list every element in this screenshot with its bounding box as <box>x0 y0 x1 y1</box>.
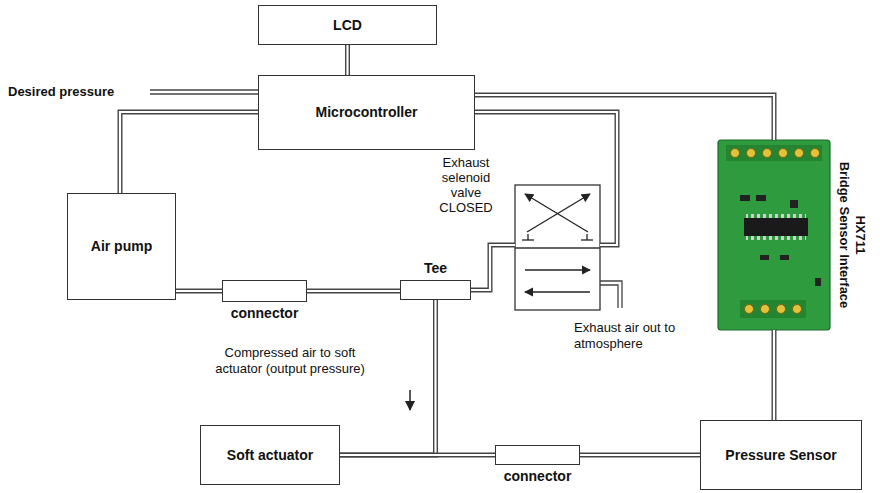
pipe-connector <box>774 330 775 420</box>
header-pin <box>811 149 820 158</box>
pipe-connector <box>340 455 495 456</box>
header-strip <box>726 145 822 161</box>
header-pins <box>731 149 820 158</box>
pipe-outline <box>340 453 495 458</box>
annotation-label: Desired pressure <box>8 84 114 100</box>
pipe-outline <box>120 112 258 193</box>
input-line <box>150 89 258 90</box>
box-label: LCD <box>333 17 362 34</box>
header-strip <box>740 300 806 318</box>
smd-part <box>815 278 821 286</box>
pipe-outline <box>772 330 777 420</box>
header-pin <box>747 149 756 158</box>
pipe-core <box>471 245 515 290</box>
pipe-outline <box>475 95 774 140</box>
component-box: Air pump <box>67 193 176 300</box>
pipe-core <box>346 45 348 75</box>
part-label: HX711 <box>852 140 868 330</box>
component-box: Soft actuator <box>200 425 340 485</box>
chip <box>744 218 808 236</box>
smd-part <box>756 195 766 201</box>
pipe-outline <box>176 289 222 294</box>
valve-body <box>515 185 600 310</box>
valve-arrow <box>525 194 588 232</box>
pipe-core <box>580 454 700 456</box>
header-pin <box>779 149 788 158</box>
pipe-connector <box>340 300 436 455</box>
valve-arrow <box>525 269 590 270</box>
header-pin <box>761 305 770 314</box>
pipe-outline <box>580 453 700 458</box>
chip-pins <box>746 214 806 218</box>
annotation-label: Compressed air to soft actuator (output … <box>212 345 368 377</box>
component-box: connector <box>495 445 580 465</box>
pipe-connector <box>475 95 774 140</box>
box-label: Air pump <box>91 238 152 255</box>
pipe-connector <box>307 291 400 292</box>
valve-port <box>527 234 528 240</box>
part-label: connector <box>504 468 572 485</box>
chip-pins <box>746 236 806 240</box>
smd-part <box>790 200 798 208</box>
pipe-connector <box>120 112 258 193</box>
smd-part <box>780 255 789 260</box>
box-label: Pressure Sensor <box>725 447 836 464</box>
input-line <box>150 93 258 94</box>
exhaust-line <box>600 285 618 308</box>
header-pin <box>793 305 802 314</box>
pipe-core <box>773 330 775 420</box>
header-pin <box>745 305 754 314</box>
valve-node: Exhaust selenoid valve CLOSED <box>515 185 600 310</box>
pipe-connector <box>475 112 617 245</box>
pipe-outline <box>307 289 400 294</box>
smd-part <box>760 255 769 260</box>
header-pin <box>731 149 740 158</box>
valve-arrow <box>525 291 590 292</box>
header-pin <box>795 149 804 158</box>
header-pin <box>763 149 772 158</box>
component-box: connector <box>222 280 307 302</box>
pipe-core <box>120 112 258 193</box>
component-box: Microcontroller <box>258 75 475 150</box>
pipe-connector <box>580 455 700 456</box>
pipe-outline <box>345 45 350 75</box>
smd-part <box>740 195 750 201</box>
pipe-core <box>475 112 617 245</box>
rotated-heading: HX711Bridge Sensor Interface <box>834 140 868 330</box>
part-label: Bridge Sensor Interface <box>836 140 852 330</box>
pipe-core <box>307 290 400 292</box>
part-label: Tee <box>424 260 447 277</box>
pipe-connector <box>347 45 348 75</box>
valve-arrow <box>527 194 590 232</box>
part-label: Exhaust selenoid valve CLOSED <box>429 155 503 215</box>
pipe-outline <box>340 300 436 455</box>
valve-port <box>586 234 587 240</box>
header-pin <box>777 305 786 314</box>
pipe-core <box>176 290 222 292</box>
part-label: connector <box>231 305 299 322</box>
pipe-connector <box>471 245 515 290</box>
pipe-core <box>340 454 495 456</box>
annotation-label: Exhaust air out to atmosphere <box>574 320 678 352</box>
pipe-core <box>340 300 436 455</box>
component-box: Pressure Sensor <box>700 420 862 490</box>
component-box: LCD <box>258 5 437 45</box>
box-label: Soft actuator <box>227 447 313 464</box>
component-box: Tee <box>400 280 471 300</box>
pipe-outline <box>471 245 515 290</box>
interface-board: HX711Bridge Sensor Interface <box>718 140 830 330</box>
flow-arrow <box>409 390 411 410</box>
pipe-core <box>475 95 774 140</box>
exhaust-line <box>600 281 622 308</box>
pipe-outline <box>475 112 617 245</box>
pipe-connector <box>176 291 222 292</box>
circuit-board <box>718 140 830 330</box>
box-label: Microcontroller <box>316 104 418 121</box>
valve-divider <box>515 247 600 248</box>
